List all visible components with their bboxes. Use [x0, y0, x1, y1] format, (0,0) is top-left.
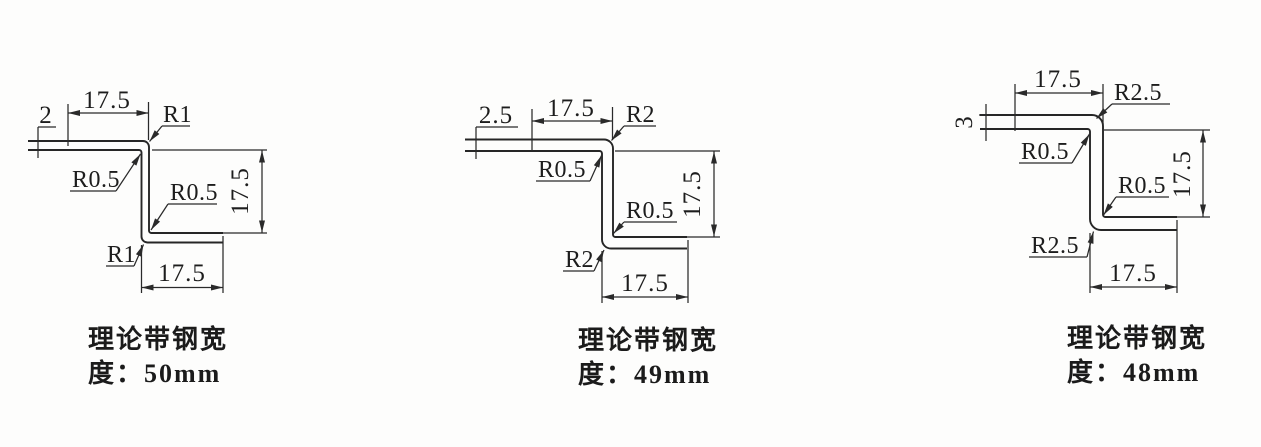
thickness-value: 3: [951, 115, 978, 129]
profile-inner-surface: [980, 128, 1177, 231]
top-width-dimension: 17.5: [1014, 66, 1104, 131]
thickness-dimension: 3: [951, 104, 997, 141]
profile-outer-surface: [465, 138, 687, 238]
side-height-value: 17.5: [227, 167, 254, 215]
outer-radius-bottom-value: R2.5: [1031, 233, 1079, 259]
inner-radius-top-leader: R0.5: [70, 153, 142, 193]
profile-drawing-left: 2 17.5 R1 R0.5 R0.5 R1: [28, 87, 267, 388]
side-height-dimension: 17.5: [152, 149, 267, 234]
inner-radius-top-leader: R0.5: [536, 155, 603, 183]
bottom-width-value: 17.5: [158, 260, 206, 287]
profile-outer-surface: [28, 140, 223, 234]
outer-radius-bottom-leader: R2: [563, 247, 605, 273]
caption-line2: 度：49mm: [578, 359, 711, 389]
inner-radius-top-value: R0.5: [538, 157, 586, 183]
thickness-value: 2: [39, 102, 53, 129]
side-height-dimension: 17.5: [1104, 129, 1210, 218]
inner-radius-bottom-value: R0.5: [1118, 173, 1166, 199]
top-width-value: 17.5: [547, 95, 595, 122]
outer-radius-bottom-value: R1: [107, 242, 136, 268]
thickness-value: 2.5: [479, 102, 513, 129]
outer-radius-top-value: R1: [163, 102, 192, 128]
caption-line2: 度：50mm: [88, 358, 221, 388]
outer-radius-bottom-leader: R2.5: [1029, 231, 1095, 259]
leader-line: [115, 153, 142, 192]
leader-line: [1102, 196, 1117, 216]
outer-radius-bottom-leader: R1: [106, 242, 145, 268]
bottom-width-value: 17.5: [1109, 260, 1157, 287]
caption-line2: 度：48mm: [1067, 357, 1200, 387]
leader-line: [1096, 103, 1113, 119]
top-width-value: 17.5: [83, 87, 131, 114]
profile-drawing-middle: 2.5 17.5 R2 R0.5 R0.5 R2: [465, 95, 720, 389]
caption-line1: 理论带钢宽: [1067, 323, 1207, 353]
caption-line1: 理论带钢宽: [578, 325, 718, 355]
profile-drawing-right: 3 17.5 R2.5 R0.5 R0.5 R2.5: [951, 66, 1210, 387]
profile-inner-surface: [465, 150, 687, 250]
outer-radius-bottom-value: R2: [565, 247, 594, 273]
leader-line: [589, 155, 603, 182]
leader-line: [1071, 133, 1091, 164]
inner-radius-bottom-value: R0.5: [170, 180, 218, 206]
inner-radius-top-value: R0.5: [1021, 139, 1069, 165]
bottom-width-dimension: 17.5: [1089, 220, 1178, 293]
inner-radius-bottom-leader: R0.5: [613, 198, 677, 234]
inner-radius-bottom-value: R0.5: [626, 198, 674, 224]
leader-line: [613, 221, 625, 234]
side-height-value: 17.5: [679, 170, 706, 218]
caption: 理论带钢宽 度：48mm: [1067, 323, 1207, 387]
top-width-value: 17.5: [1034, 66, 1082, 93]
thickness-dimension: 2.5: [475, 102, 518, 159]
leader-line: [149, 125, 163, 142]
leader-line: [611, 125, 625, 141]
outer-radius-top-leader: R2.5: [1096, 80, 1170, 119]
bottom-width-dimension: 17.5: [140, 236, 224, 293]
leader-line: [150, 203, 169, 231]
bottom-width-dimension: 17.5: [601, 240, 689, 303]
outer-radius-top-value: R2: [626, 102, 655, 128]
caption-line1: 理论带钢宽: [88, 324, 228, 354]
outer-radius-top-leader: R1: [149, 102, 192, 142]
side-height-dimension: 17.5: [615, 150, 720, 238]
caption: 理论带钢宽 度：50mm: [88, 324, 228, 388]
caption: 理论带钢宽 度：49mm: [578, 325, 718, 389]
inner-radius-top-value: R0.5: [72, 167, 120, 193]
thickness-dimension: 2: [37, 102, 56, 158]
outer-radius-top-leader: R2: [611, 102, 656, 141]
outer-radius-top-value: R2.5: [1114, 80, 1162, 106]
bottom-width-value: 17.5: [621, 270, 669, 297]
profile-outer-surface: [980, 114, 1177, 218]
top-width-dimension: 17.5: [67, 87, 150, 146]
inner-radius-bottom-leader: R0.5: [150, 180, 218, 231]
profile-inner-surface: [28, 149, 223, 244]
inner-radius-bottom-leader: R0.5: [1102, 173, 1169, 216]
inner-radius-top-leader: R0.5: [1019, 133, 1091, 165]
top-width-dimension: 17.5: [531, 95, 614, 151]
side-height-value: 17.5: [1169, 150, 1196, 198]
